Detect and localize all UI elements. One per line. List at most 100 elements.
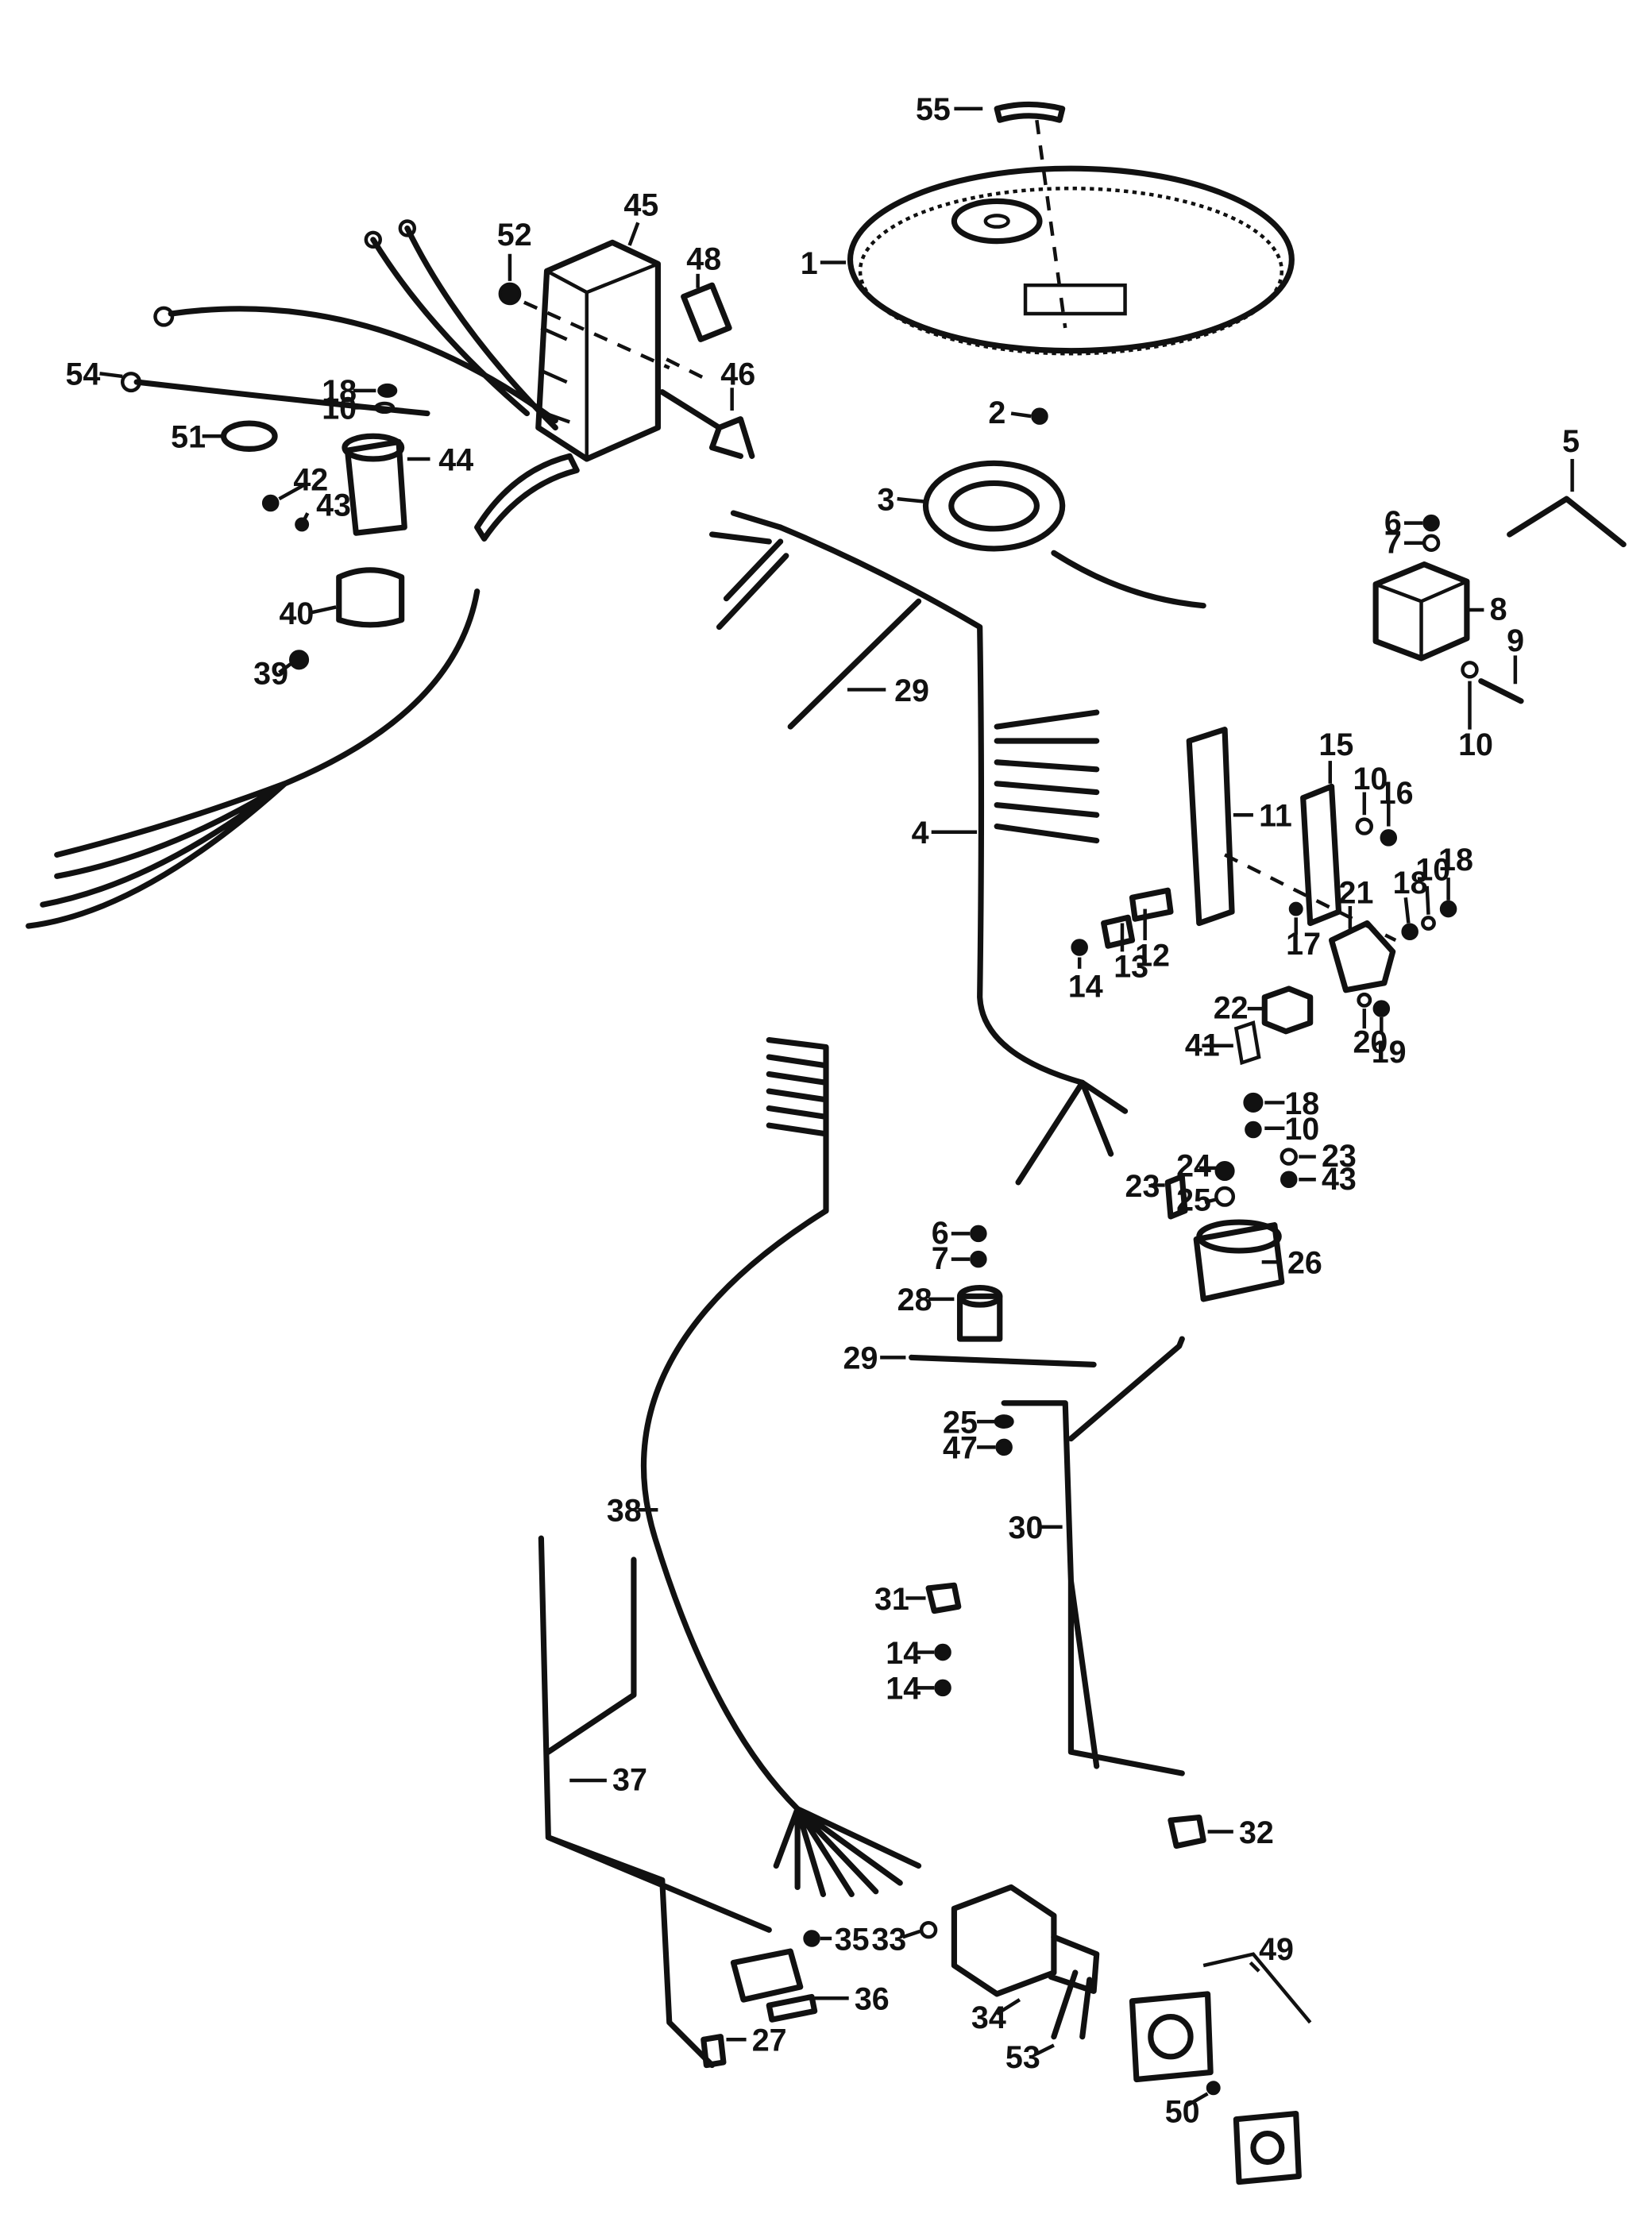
svg-text:44: 44 — [438, 442, 473, 477]
callout-43-b: 43 — [1299, 1162, 1357, 1197]
svg-text:7: 7 — [1384, 525, 1402, 560]
callout-14-c: 14 — [886, 1672, 935, 1707]
part-2-screw — [1031, 407, 1048, 425]
part-1-flywheel — [847, 165, 1295, 356]
callout-3: 3 — [878, 482, 926, 517]
part-39-screw — [289, 650, 310, 670]
part-22-fuse — [1261, 986, 1314, 1035]
svg-text:14: 14 — [886, 1672, 921, 1707]
part-37-harness — [538, 1535, 772, 2069]
svg-text:18: 18 — [1438, 843, 1473, 878]
part-10-washer-d — [1421, 916, 1436, 931]
svg-text:42: 42 — [293, 462, 328, 497]
callout-21: 21 — [1339, 875, 1374, 929]
svg-text:7: 7 — [932, 1241, 949, 1276]
svg-text:6: 6 — [1384, 505, 1402, 540]
callout-23-a: 23 — [1299, 1139, 1357, 1174]
part-50-screw — [1206, 2081, 1221, 2096]
svg-text:10: 10 — [1458, 727, 1493, 762]
part-35-screw — [803, 1930, 820, 1947]
part-45-switch-box — [535, 239, 661, 462]
callout-55: 55 — [916, 92, 983, 127]
callout-50: 50 — [1165, 2092, 1209, 2129]
part-14-screw-c — [934, 1679, 951, 1697]
callout-7-a: 7 — [1384, 525, 1423, 560]
part-19-screw — [1372, 1000, 1391, 1017]
part-26-solenoid — [1193, 1219, 1285, 1302]
part-29-tie-strap-b — [909, 1354, 1097, 1367]
callout-30: 30 — [1009, 1510, 1063, 1545]
part-16-screw — [1380, 829, 1398, 847]
part-53-keys — [1051, 1969, 1093, 2040]
callout-14-a: 14 — [1068, 957, 1103, 1005]
svg-text:43: 43 — [316, 488, 351, 523]
svg-text:52: 52 — [497, 218, 532, 253]
callout-25-a: 25 — [1176, 1183, 1217, 1218]
callout-11: 11 — [1233, 799, 1292, 834]
part-18-nut-c — [1401, 923, 1418, 941]
part-14-screw — [1071, 939, 1088, 956]
callout-42: 42 — [278, 462, 328, 501]
svg-text:45: 45 — [623, 187, 658, 222]
svg-text:8: 8 — [1490, 592, 1507, 627]
svg-text:21: 21 — [1339, 875, 1374, 910]
svg-text:3: 3 — [878, 482, 895, 517]
svg-text:23: 23 — [1125, 1169, 1160, 1204]
svg-text:54: 54 — [65, 357, 100, 392]
callout-labels: 55 1 52 45 48 46 54 18 10 51 44 42 43 40… — [65, 92, 1579, 2129]
svg-text:29: 29 — [843, 1341, 878, 1376]
part-25-washer-b — [994, 1414, 1014, 1429]
callout-49: 49 — [1249, 1932, 1294, 1973]
callout-44: 44 — [407, 442, 473, 477]
callout-32: 32 — [1207, 1815, 1274, 1850]
callout-43-a: 43 — [303, 488, 351, 523]
svg-text:35: 35 — [835, 1922, 870, 1957]
svg-text:48: 48 — [686, 241, 721, 276]
part-18-nut-d — [1439, 900, 1457, 918]
callout-6-b: 6 — [932, 1216, 971, 1251]
callout-19: 19 — [1372, 1016, 1407, 1070]
callout-24: 24 — [1176, 1149, 1217, 1184]
svg-text:29: 29 — [894, 673, 929, 708]
callout-4: 4 — [912, 816, 978, 851]
part-28-bushing — [956, 1284, 1003, 1342]
svg-text:5: 5 — [1562, 424, 1580, 459]
callout-9: 9 — [1507, 623, 1524, 685]
callout-23-b: 23 — [1125, 1169, 1165, 1204]
svg-text:40: 40 — [279, 596, 314, 631]
part-23-screw-a — [1280, 1148, 1298, 1166]
callout-7-b: 7 — [932, 1241, 971, 1276]
svg-text:53: 53 — [1005, 2040, 1040, 2075]
part-24-nut — [1214, 1160, 1235, 1182]
callout-47: 47 — [943, 1431, 996, 1466]
svg-text:9: 9 — [1507, 623, 1524, 658]
callout-10-b: 10 — [1458, 681, 1493, 762]
svg-text:23: 23 — [1322, 1139, 1357, 1174]
callout-2: 2 — [988, 395, 1032, 430]
svg-text:10: 10 — [1284, 1112, 1319, 1147]
callout-52: 52 — [497, 218, 532, 281]
part-21-terminal-plate — [1328, 920, 1396, 993]
callout-6-a: 6 — [1384, 505, 1423, 540]
callout-10-e: 10 — [1264, 1112, 1319, 1147]
part-38-cable — [640, 1208, 829, 1812]
svg-text:49: 49 — [1259, 1932, 1294, 1967]
part-7-washer — [1422, 534, 1441, 552]
part-18-nut — [377, 383, 398, 398]
callout-16: 16 — [1379, 776, 1414, 827]
part-10-washer-e — [1245, 1121, 1262, 1139]
svg-text:34: 34 — [971, 2000, 1006, 2035]
callout-17: 17 — [1286, 917, 1321, 962]
svg-text:15: 15 — [1318, 727, 1353, 762]
part-30-harness — [1001, 1336, 1185, 1776]
part-52-nut — [498, 282, 522, 306]
svg-text:10: 10 — [1353, 762, 1388, 797]
svg-text:25: 25 — [943, 1405, 978, 1440]
svg-text:55: 55 — [916, 92, 951, 127]
svg-text:14: 14 — [886, 1636, 921, 1671]
callout-18-d: 18 — [1264, 1086, 1319, 1121]
callout-29-b: 29 — [843, 1341, 906, 1376]
callout-48: 48 — [686, 241, 721, 288]
callout-12: 12 — [1135, 908, 1170, 973]
